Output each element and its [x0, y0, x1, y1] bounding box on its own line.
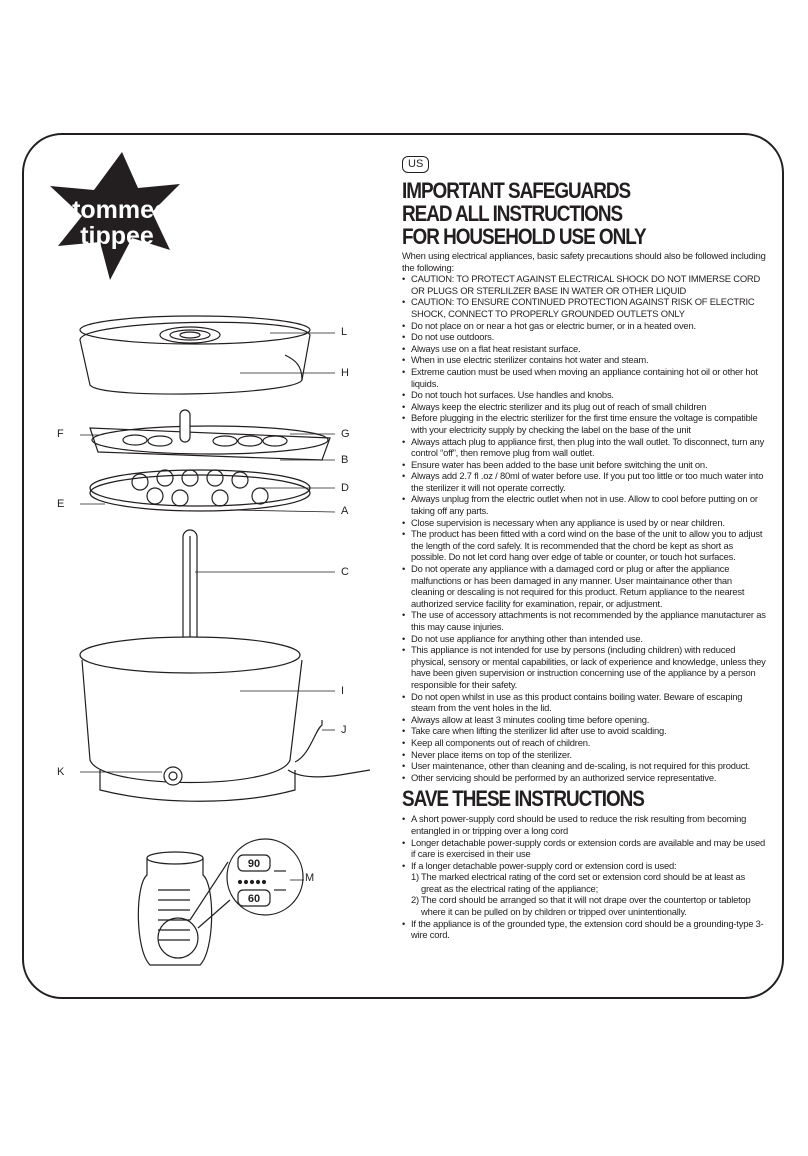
- subitem-text: The marked electrical rating of the cord…: [421, 871, 746, 894]
- lid: [79, 315, 311, 395]
- page-border: [22, 133, 784, 999]
- safeguard-item: Never place items on top of the steriliz…: [402, 749, 766, 761]
- star-shape: [50, 152, 180, 280]
- part-label-C: C: [341, 566, 349, 578]
- safeguard-item: Always use on a flat heat resistant surf…: [402, 343, 766, 355]
- lower-rack: [89, 469, 311, 512]
- base-unit: [79, 636, 371, 802]
- safeguard-item: Always attach plug to appliance first, t…: [402, 436, 766, 459]
- safeguard-item: Take care when lifting the sterilizer li…: [402, 725, 766, 737]
- safeguard-item: Do not use appliance for anything other …: [402, 633, 766, 645]
- cord-note-item: Longer detachable power-supply cords or …: [402, 837, 766, 860]
- part-label-F: F: [57, 428, 64, 440]
- logo-line1: tommee: [72, 196, 168, 224]
- leader-lines: [80, 332, 336, 773]
- cord-note-item: A short power-supply cord should be used…: [402, 813, 766, 836]
- safeguard-item: The use of accessory attachments is not …: [402, 609, 766, 632]
- sterilizer-exploded-diagram: 90 60: [79, 315, 371, 966]
- bottle: [137, 851, 213, 966]
- cord-note-subitem: 2)The cord should be arranged so that it…: [402, 894, 766, 917]
- logo-registered: ®: [180, 197, 186, 206]
- safeguard-item: Close supervision is necessary when any …: [402, 517, 766, 529]
- safeguards-list: CAUTION: TO PROTECT AGAINST ELECTRICAL S…: [402, 273, 766, 783]
- save-heading: SAVE THESE INSTRUCTIONS: [402, 786, 645, 812]
- part-label-G: G: [341, 428, 350, 440]
- part-label-L: L: [341, 326, 348, 338]
- safeguard-item: Keep all components out of reach of chil…: [402, 737, 766, 749]
- part-label-M: M: [305, 872, 315, 884]
- subitem-number: 2): [411, 894, 419, 906]
- cord-note-item: If a longer detachable power-supply cord…: [402, 860, 766, 872]
- part-label-B: B: [341, 454, 349, 466]
- intro-text: When using electrical appliances, basic …: [402, 250, 766, 273]
- safeguard-item: Do not touch hot surfaces. Use handles a…: [402, 389, 766, 401]
- bottle-mark-upper: 90: [248, 858, 260, 870]
- safeguard-item: When in use electric sterilizer contains…: [402, 354, 766, 366]
- logo-line2: tippee: [80, 222, 154, 250]
- subitem-number: 1): [411, 871, 419, 883]
- part-label-E: E: [57, 498, 65, 510]
- safeguard-item: Do not use outdoors.: [402, 331, 766, 343]
- safeguard-item: User maintenance, other than cleaning an…: [402, 760, 766, 772]
- safeguard-item: Do not operate any appliance with a dama…: [402, 563, 766, 609]
- cord-note-subitem: 1)The marked electrical rating of the co…: [402, 871, 766, 894]
- safeguard-item: Do not place on or near a hot gas or ele…: [402, 320, 766, 332]
- safeguard-item: Always allow at least 3 minutes cooling …: [402, 714, 766, 726]
- safeguard-item: CAUTION: TO ENSURE CONTINUED PROTECTION …: [402, 296, 766, 319]
- safeguard-item: Ensure water has been added to the base …: [402, 459, 766, 471]
- central-stem: [182, 529, 198, 653]
- cord-note-item: If the appliance is of the grounded type…: [402, 918, 766, 941]
- part-label-A: A: [341, 505, 349, 517]
- heading-line2: READ ALL INSTRUCTIONS: [402, 201, 623, 226]
- safeguard-item: Do not open whilst in use as this produc…: [402, 691, 766, 714]
- part-label-K: K: [57, 766, 65, 778]
- safeguard-item: CAUTION: TO PROTECT AGAINST ELECTRICAL S…: [402, 273, 766, 296]
- cord-notes-list: A short power-supply cord should be used…: [402, 813, 766, 941]
- subitem-text: The cord should be arranged so that it w…: [421, 894, 751, 918]
- part-label-D: D: [341, 482, 349, 494]
- safeguard-item: The product has been fitted with a cord …: [402, 528, 766, 563]
- safeguard-item: Always add 2.7 fl .oz / 80ml of water be…: [402, 470, 766, 493]
- tommee-tippee-logo: tommee tippee ®: [50, 152, 186, 280]
- heading-line3: FOR HOUSEHOLD USE ONLY: [402, 224, 647, 249]
- upper-rack: [89, 409, 331, 461]
- part-label-I: I: [341, 685, 345, 697]
- region-badge: US: [402, 156, 430, 173]
- safeguard-item: This appliance is not intended for use b…: [402, 644, 766, 690]
- part-label-H: H: [341, 367, 349, 379]
- safeguard-item: Before plugging in the electric steriliz…: [402, 412, 766, 435]
- bottle-zoom: 90 60: [189, 838, 304, 929]
- safeguard-item: Extreme caution must be used when moving…: [402, 366, 766, 389]
- bottle-mark-lower: 60: [248, 893, 260, 905]
- safeguard-item: Always keep the electric sterilizer and …: [402, 401, 766, 413]
- heading-line1: IMPORTANT SAFEGUARDS: [402, 178, 631, 203]
- part-label-J: J: [341, 724, 347, 736]
- safeguard-item: Other servicing should be performed by a…: [402, 772, 766, 784]
- safeguard-item: Always unplug from the electric outlet w…: [402, 493, 766, 516]
- safeguards-column: US IMPORTANT SAFEGUARDS READ ALL INSTRUC…: [402, 154, 766, 974]
